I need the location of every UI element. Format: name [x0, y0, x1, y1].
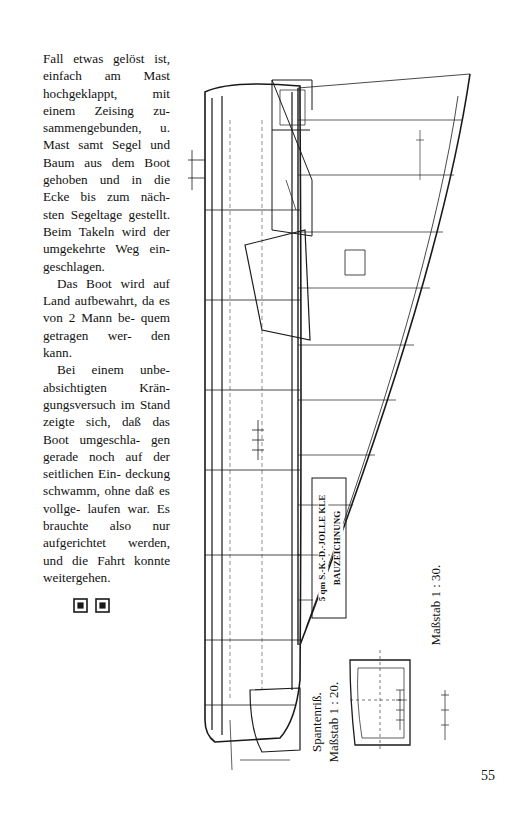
page-number: 55: [480, 768, 496, 783]
text-column: Fall etwas gelöst ist, einfach am Mast h…: [43, 50, 170, 586]
body-paragraph: Fall etwas gelöst ist, einfach am Mast h…: [43, 50, 170, 275]
body-paragraph: Bei einem unbe- absichtigten Krän- gungs…: [43, 361, 170, 586]
scale-label: Maßstab 1 : 20.: [327, 681, 341, 764]
view-label: Spantenriß.: [310, 691, 324, 753]
scale-label: Maßstab 1 : 30.: [429, 564, 443, 647]
body-paragraph: Das Boot wird auf Land aufbewahrt, da es…: [43, 275, 170, 361]
title-line: 5 qm S.-K.-D.-JOLLE KLE: [318, 494, 328, 603]
title-line: BAUZEICHNUNG: [333, 510, 343, 587]
